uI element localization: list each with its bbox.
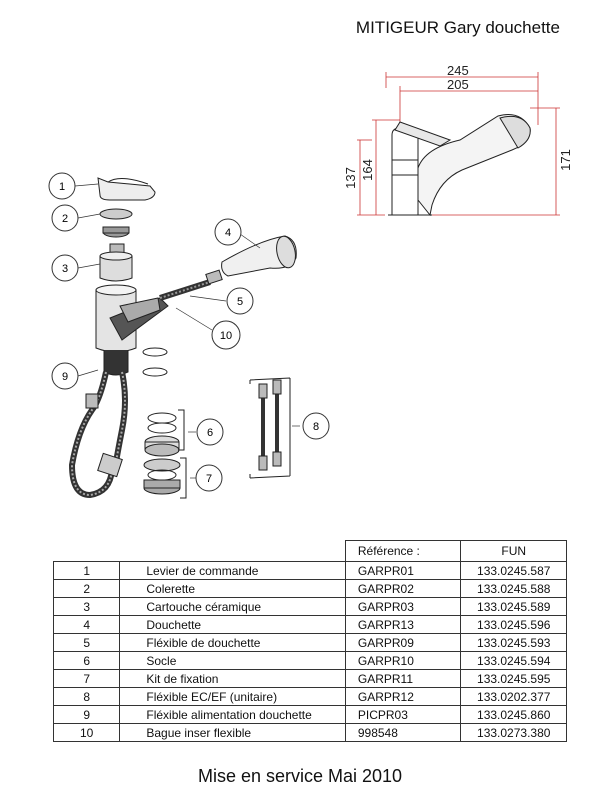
callout-3: 3: [51, 254, 79, 282]
part-label: Kit de fixation: [119, 669, 346, 688]
part-reference: PICPR03: [344, 705, 462, 724]
part-number: 6: [52, 651, 121, 670]
part-reference: GARPR03: [344, 597, 462, 616]
part-reference: GARPR13: [344, 615, 462, 634]
part-reference: GARPR11: [344, 669, 462, 688]
part-fun-code: 133.0245.594: [460, 651, 567, 670]
part-fun-code: 133.0245.593: [460, 633, 567, 652]
part-label: Fléxible EC/EF (unitaire): [119, 687, 346, 706]
part-label: Fléxible alimentation douchette: [119, 705, 346, 724]
part-number: 2: [52, 579, 121, 598]
svg-text:4: 4: [225, 227, 231, 239]
callout-2: 2: [51, 204, 79, 232]
callouts: 1 2 3 4 5 6 7 8 9 10: [48, 172, 330, 492]
svg-text:3: 3: [62, 263, 68, 275]
callout-10: 10: [211, 320, 241, 350]
callout-9: 9: [51, 362, 79, 390]
part-fun-code: 133.0245.595: [460, 669, 567, 688]
part-fun-code: 133.0202.377: [460, 687, 567, 706]
part-fun-code: 133.0273.380: [460, 723, 567, 742]
part-number: 1: [52, 561, 121, 580]
part-label: Cartouche céramique: [119, 597, 346, 616]
header-fun: FUN: [460, 540, 567, 562]
svg-text:5: 5: [237, 296, 243, 308]
part-number: 4: [52, 615, 121, 634]
part-fun-code: 133.0245.588: [460, 579, 567, 598]
callout-6: 6: [196, 418, 224, 446]
part-number: 9: [52, 705, 121, 724]
part-fun-code: 133.0245.860: [460, 705, 567, 724]
part-fun-code: 133.0245.587: [460, 561, 567, 580]
callout-8: 8: [302, 412, 330, 440]
exploded-view-drawing: 245 205 137 164 171: [48, 63, 573, 499]
callout-5: 5: [226, 287, 254, 315]
part-o-rings: [142, 347, 168, 377]
part-supply-hoses-ec-ef: [258, 379, 282, 471]
header-reference: Référence :: [344, 540, 462, 562]
exploded-view: [68, 177, 300, 499]
table-header-row: Référence : FUN: [54, 540, 567, 562]
part-reference: GARPR02: [344, 579, 462, 598]
svg-text:7: 7: [206, 473, 212, 485]
part-label: Douchette: [119, 615, 346, 634]
part-reference: 998548: [344, 723, 462, 742]
svg-text:8: 8: [313, 421, 319, 433]
dim-205: 205: [447, 77, 469, 92]
svg-text:6: 6: [207, 427, 213, 439]
part-collar: [99, 208, 133, 238]
part-shower-hose: [159, 269, 223, 301]
dimension-drawing: 245 205 137 164 171: [343, 63, 573, 217]
part-label: Bague inser flexible: [119, 723, 346, 742]
callout-7: 7: [195, 464, 223, 492]
part-supply-hose: [68, 371, 128, 499]
dim-245: 245: [447, 63, 469, 78]
part-number: 3: [52, 597, 121, 616]
part-number: 10: [52, 723, 121, 742]
svg-text:10: 10: [220, 330, 232, 342]
svg-text:9: 9: [62, 371, 68, 383]
dim-164: 164: [360, 159, 375, 181]
part-label: Socle: [119, 651, 346, 670]
part-reference: GARPR10: [344, 651, 462, 670]
part-number: 8: [52, 687, 121, 706]
part-body: [95, 284, 169, 376]
part-label: Colerette: [119, 579, 346, 598]
part-fun-code: 133.0245.589: [460, 597, 567, 616]
part-number: 7: [52, 669, 121, 688]
part-lever: [97, 177, 156, 201]
part-socle: [144, 412, 180, 457]
dim-137: 137: [343, 167, 358, 189]
part-label: Levier de commande: [119, 561, 346, 580]
part-label: Fléxible de douchette: [119, 633, 346, 652]
part-fun-code: 133.0245.596: [460, 615, 567, 634]
svg-text:2: 2: [62, 213, 68, 225]
svg-text:1: 1: [59, 181, 65, 193]
part-reference: GARPR12: [344, 687, 462, 706]
service-date-footer: Mise en service Mai 2010: [197, 766, 403, 786]
part-fixing-kit: [143, 458, 181, 495]
part-cartridge: [99, 243, 133, 282]
dim-171: 171: [558, 149, 573, 171]
document-title: MITIGEUR Gary douchette: [355, 18, 560, 37]
callout-4: 4: [214, 218, 242, 246]
part-reference: GARPR01: [344, 561, 462, 580]
part-number: 5: [52, 633, 121, 652]
callout-1: 1: [48, 172, 76, 200]
part-shower-head: [221, 235, 297, 277]
part-reference: GARPR09: [344, 633, 462, 652]
